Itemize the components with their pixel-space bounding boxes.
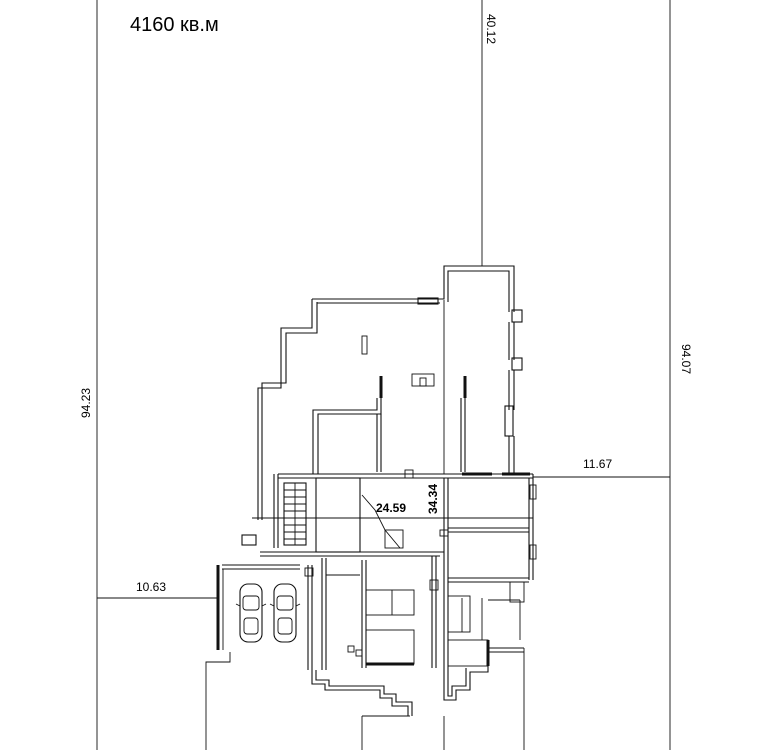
dimension-right-length: 94.07 (679, 344, 693, 374)
lot-boundary (96, 0, 671, 750)
dimension-left-length: 94.23 (79, 388, 93, 418)
dimension-top-offset: 40.12 (484, 14, 498, 44)
dimension-inner-height: 34.34 (426, 484, 440, 514)
parked-car-right (269, 583, 301, 643)
parked-car-left (235, 583, 267, 643)
dimension-inner-width: 24.59 (376, 501, 406, 515)
area-label: 4160 кв.м (130, 14, 219, 36)
dimension-right-offset: 11.67 (583, 457, 612, 471)
building-outline (205, 265, 537, 750)
dimension-left-offset: 10.63 (136, 580, 166, 594)
